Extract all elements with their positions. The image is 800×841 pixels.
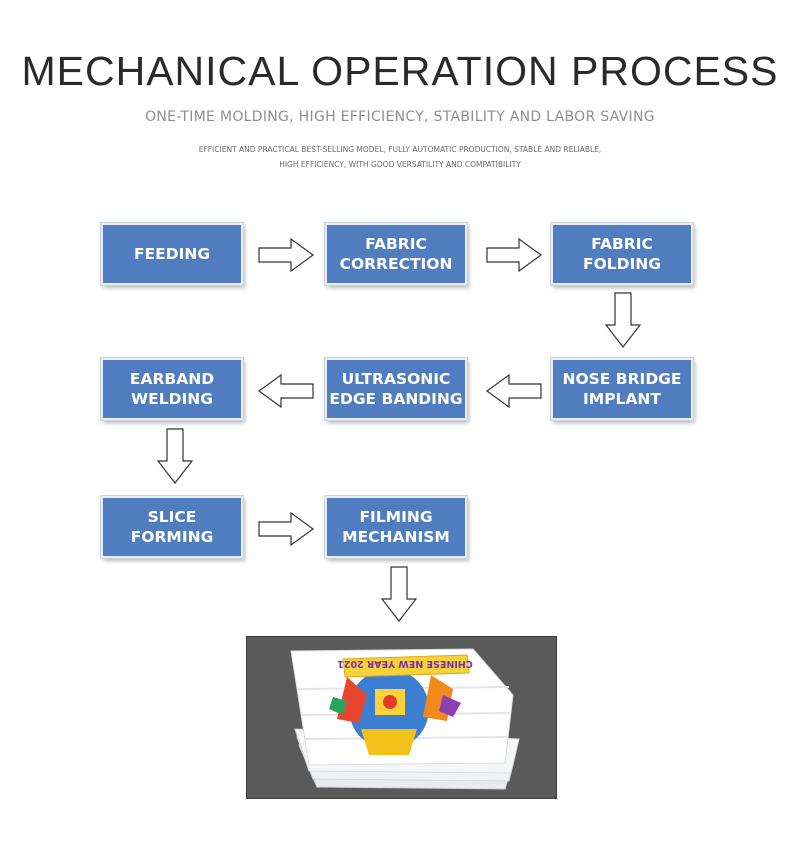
arrow-right-icon xyxy=(258,238,314,272)
step-ultrasonic-edge-banding: ULTRASONIC EDGE BANDING xyxy=(325,358,467,420)
step-feeding: FEEDING xyxy=(101,223,243,285)
step-filming-mechanism: FILMING MECHANISM xyxy=(325,496,467,558)
step-fabric-correction: FABRIC CORRECTION xyxy=(325,223,467,285)
arrow-right-icon xyxy=(258,512,314,546)
arrow-left-icon xyxy=(486,374,542,408)
product-photo: CHINESE NEW YEAR 2021 xyxy=(246,636,557,799)
page-title: MECHANICAL OPERATION PROCESS xyxy=(21,48,779,94)
mask-stack-image: CHINESE NEW YEAR 2021 xyxy=(290,648,520,790)
arrow-down-icon xyxy=(381,566,417,622)
arrow-left-icon xyxy=(258,374,314,408)
arrow-down-icon xyxy=(157,428,193,484)
arrow-right-icon xyxy=(486,238,542,272)
step-nose-bridge-implant: NOSE BRIDGE IMPLANT xyxy=(551,358,693,420)
step-earband-welding: EARBAND WELDING xyxy=(101,358,243,420)
arrow-down-icon xyxy=(605,292,641,348)
description-line-2: HIGH EFFICIENCY, WITH GOOD VERSATILITY A… xyxy=(279,160,521,169)
mask-print-text: CHINESE NEW YEAR 2021 xyxy=(337,658,473,669)
page-subtitle: ONE-TIME MOLDING, HIGH EFFICIENCY, STABI… xyxy=(145,109,655,125)
description-line-1: EFFICIENT AND PRACTICAL BEST-SELLING MOD… xyxy=(198,145,602,154)
step-slice-forming: SLICE FORMING xyxy=(101,496,243,558)
step-fabric-folding: FABRIC FOLDING xyxy=(551,223,693,285)
